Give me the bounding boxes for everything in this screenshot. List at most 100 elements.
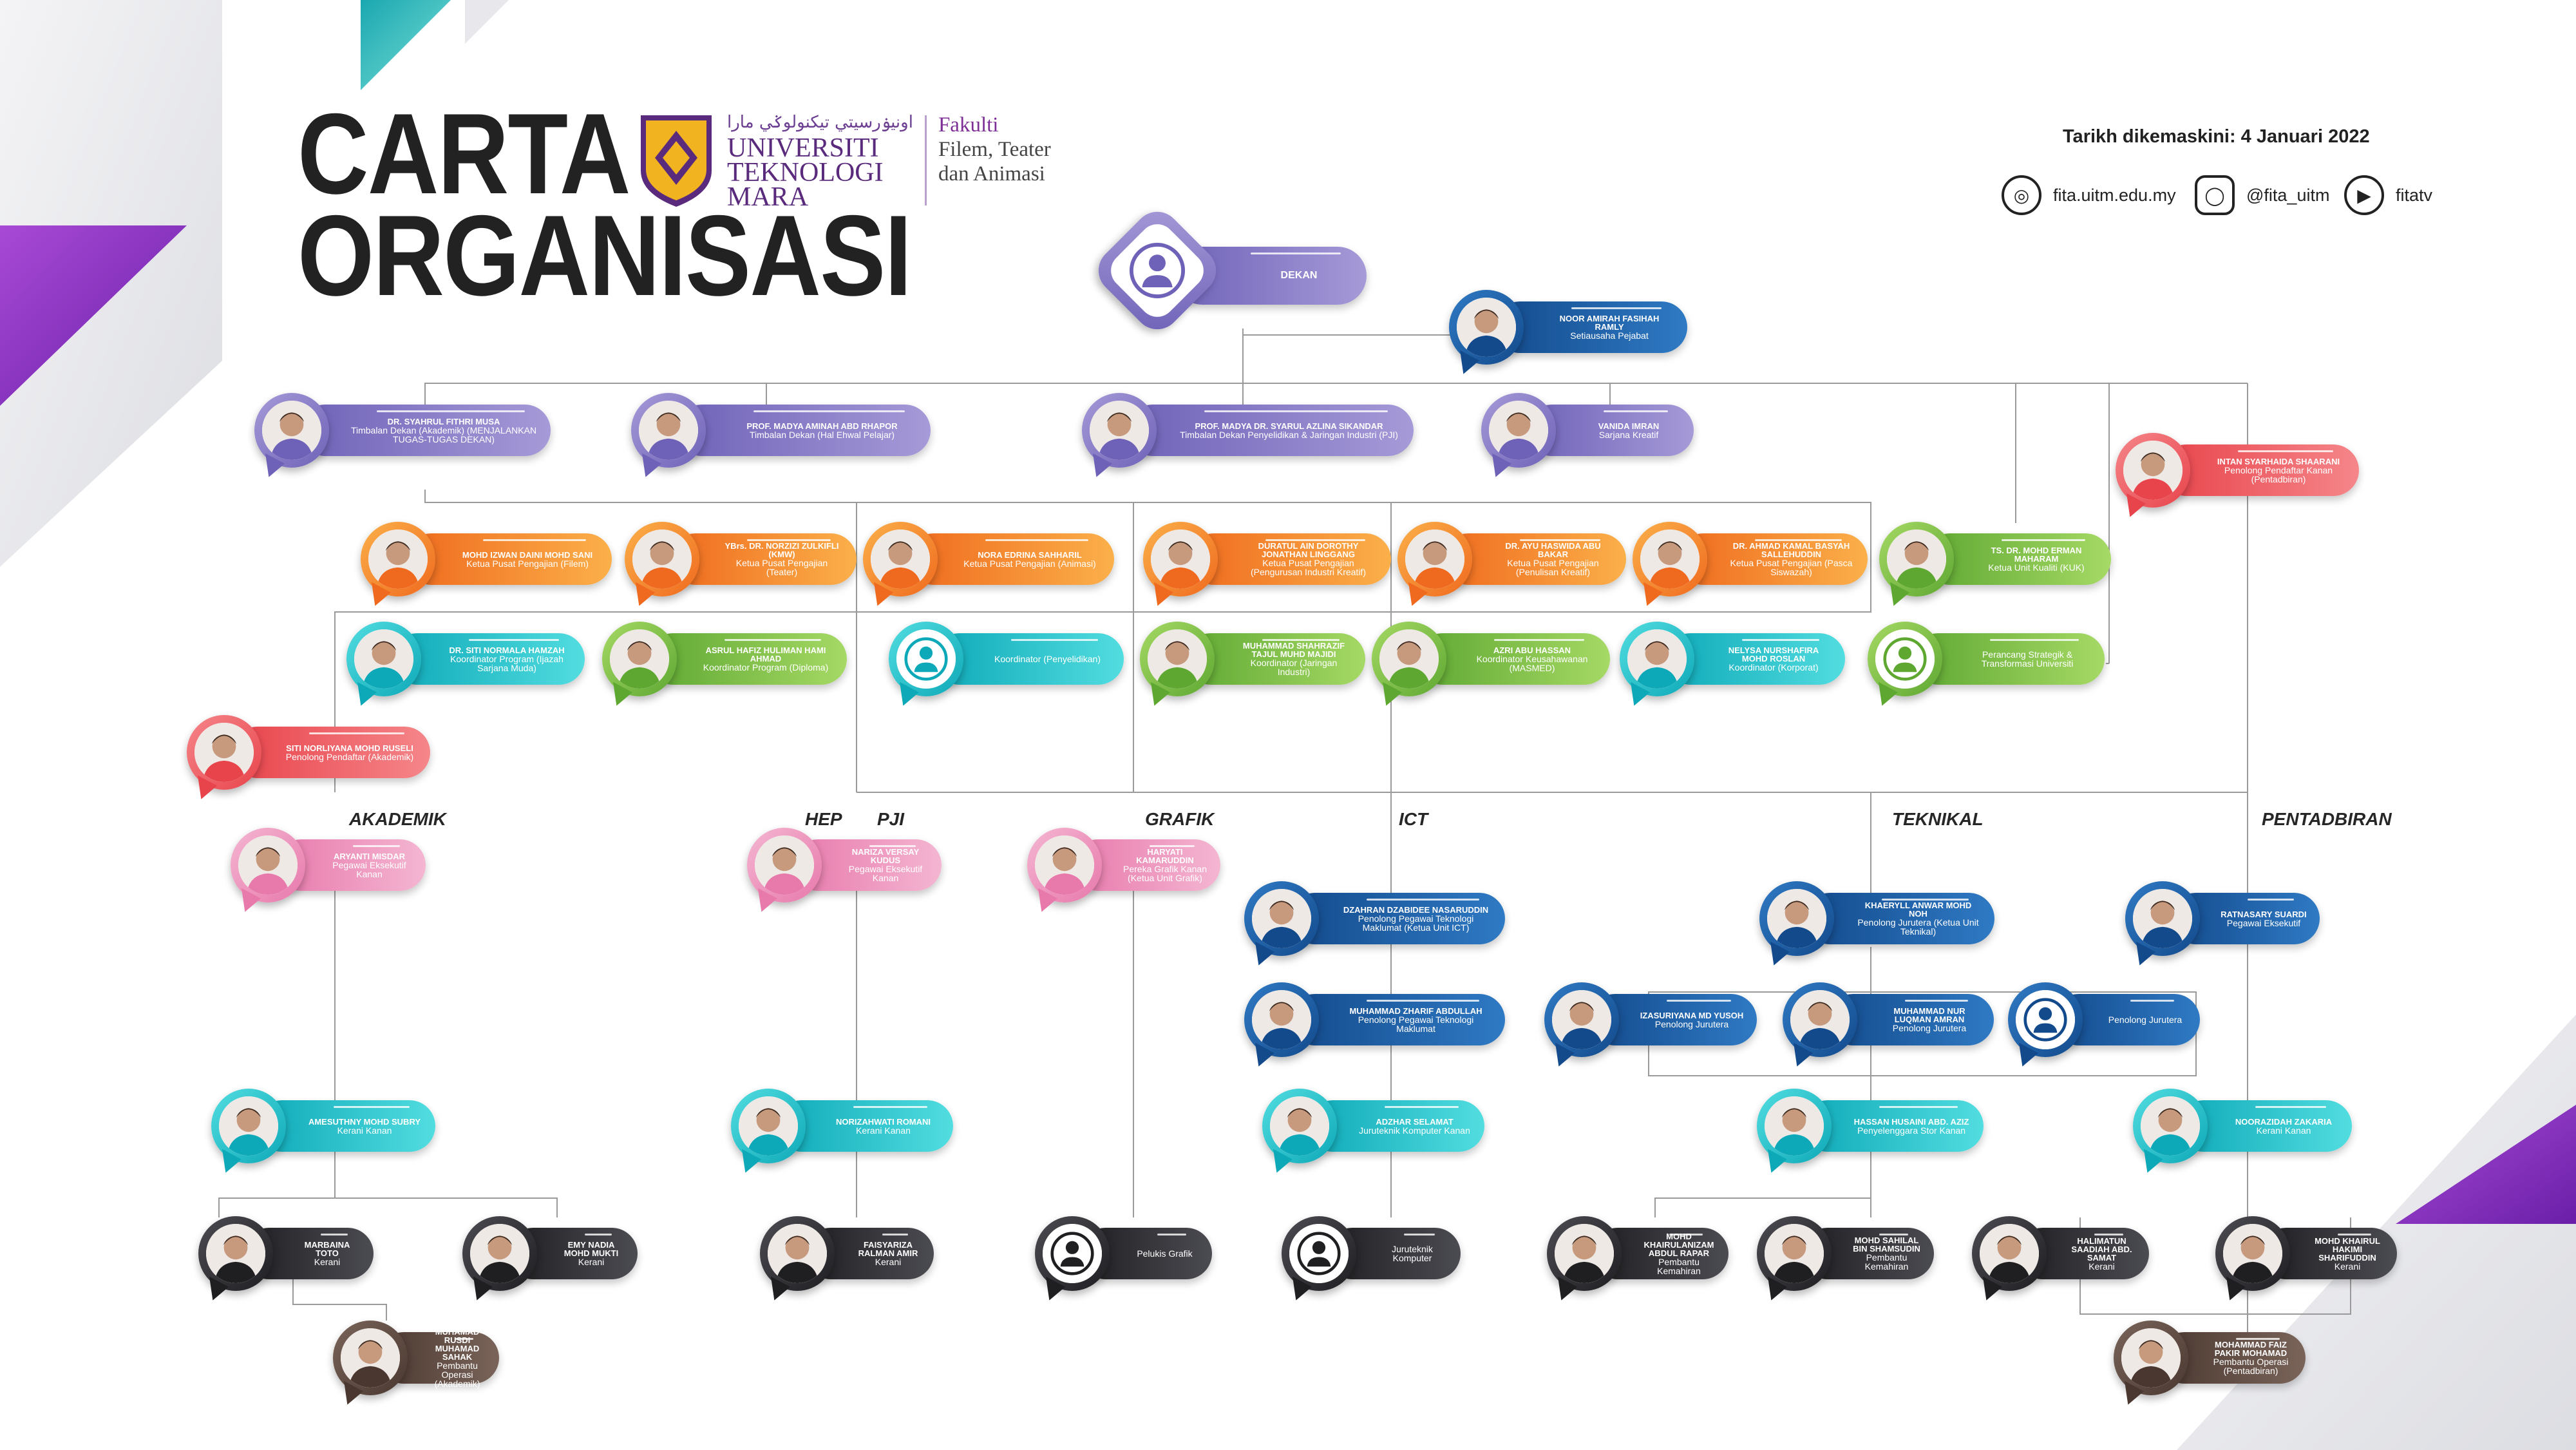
person-name: MOHAMMAD FAIZ PAKIR MOHAMAD <box>2214 1340 2287 1358</box>
pill-highlight <box>585 1234 612 1235</box>
avatar <box>1449 290 1524 378</box>
person-role: Penolong Pegawai Teknologi Maklumat (Ket… <box>1358 913 1474 933</box>
person-photo-icon <box>341 1328 400 1388</box>
pill-highlight <box>2238 450 2333 452</box>
person-name: FAISYARIZA RALMAN AMIR <box>858 1240 918 1258</box>
person-role: Kerani <box>2334 1261 2361 1272</box>
pill-highlight <box>724 639 821 641</box>
person-role: Penolong Pendaftar Kanan (Pentadbiran) <box>2224 464 2333 484</box>
avatar-frame <box>1103 216 1211 325</box>
avatar <box>1868 622 1942 710</box>
avatar-frame <box>262 401 321 460</box>
pill-highlight <box>1882 899 1969 901</box>
avatar-frame <box>2016 990 2075 1049</box>
person-name: NARIZA VERSAY KUDUS <box>851 847 920 865</box>
person-role: Kerani Kanan <box>337 1125 392 1136</box>
avatar <box>187 715 261 803</box>
avatar-frame <box>1035 835 1094 895</box>
person-photo-icon <box>1457 298 1516 357</box>
youtube-link[interactable]: ▶ fitatv <box>2344 173 2432 218</box>
section-teknikal: TEKNIKAL <box>1892 809 1984 829</box>
avatar <box>1759 881 1834 969</box>
person-role: Pegawai Eksekutif <box>2226 917 2301 928</box>
pill-highlight <box>1262 639 1340 641</box>
person-photo-icon <box>1489 401 1548 460</box>
person-name: EMY NADIA MOHD MUKTI <box>564 1240 619 1258</box>
pill-highlight <box>1265 539 1365 541</box>
avatar-frame <box>341 1328 400 1388</box>
avatar <box>863 522 938 610</box>
avatar-frame <box>2121 1328 2181 1388</box>
avatar-frame <box>1405 529 1464 589</box>
person-role: Koordinator (Penyelidikan) <box>994 654 1101 664</box>
instagram-link[interactable]: ◯ @fita_uitm <box>2195 173 2329 218</box>
avatar-frame <box>2223 1224 2282 1283</box>
person-role: Juruteknik Komputer <box>1392 1244 1433 1263</box>
person-role: Pembantu Kemahiran <box>1864 1252 1909 1272</box>
globe-icon: ◎ <box>2002 175 2041 215</box>
instagram-icon: ◯ <box>2195 175 2235 215</box>
pill-highlight <box>1520 539 1600 541</box>
avatar <box>2215 1216 2290 1304</box>
org-card-kpp-teater: YBrs. DR. NORZIZI ZULKIFLI (KMW)Ketua Pu… <box>625 522 857 610</box>
person-name: VANIDA IMRAN <box>1598 421 1660 431</box>
person-photo-icon <box>354 629 413 689</box>
avatar-frame <box>755 835 814 895</box>
person-photo-icon <box>219 1096 278 1156</box>
avatar-frame <box>368 529 428 589</box>
avatar-frame <box>1875 629 1935 689</box>
avatar <box>1035 1216 1110 1304</box>
avatar <box>2008 982 2083 1071</box>
person-role: Ketua Pusat Pengajian (Animasi) <box>963 558 1096 569</box>
avatar-frame <box>2141 1096 2200 1156</box>
person-name: KHAERYLL ANWAR MOHD NOH <box>1864 901 1972 919</box>
person-photo-icon <box>632 529 692 589</box>
avatar <box>1244 982 1319 1071</box>
avatar <box>361 522 435 610</box>
avatar <box>1140 622 1215 710</box>
avatar <box>231 828 305 916</box>
person-photo-icon <box>1035 835 1094 895</box>
person-photo-icon <box>1252 990 1311 1049</box>
card-pill: Koordinator (Penyelidikan) <box>934 633 1124 685</box>
person-role: Timbalan Dekan (Akademik) (MENJALANKAN T… <box>350 425 537 444</box>
website-link[interactable]: ◎ fita.uitm.edu.my <box>2002 173 2176 218</box>
placeholder-user-icon <box>1289 1224 1349 1283</box>
avatar <box>1757 1089 1832 1177</box>
person-photo-icon <box>206 1224 265 1283</box>
pill-highlight <box>747 539 831 541</box>
person-name: NOORAZIDAH ZAKARIA <box>2235 1116 2333 1127</box>
pill-highlight <box>1011 639 1098 641</box>
person-role: Penolong Jurutera (Ketua Unit Teknikal) <box>1857 917 1979 937</box>
avatar-frame <box>639 401 698 460</box>
pill-highlight <box>334 1106 410 1108</box>
avatar <box>1544 982 1619 1071</box>
person-name: MOHD SAHILAL BIN SHAMSUDIN <box>1853 1235 1920 1254</box>
avatar <box>1143 522 1218 610</box>
person-name: NOOR AMIRAH FASIHAH RAMLY <box>1559 314 1660 332</box>
pill-highlight <box>1367 899 1479 901</box>
person-role: Kerani <box>578 1257 605 1267</box>
avatar <box>2133 1089 2208 1177</box>
pill-highlight <box>1251 253 1341 254</box>
avatar <box>1783 982 1857 1071</box>
